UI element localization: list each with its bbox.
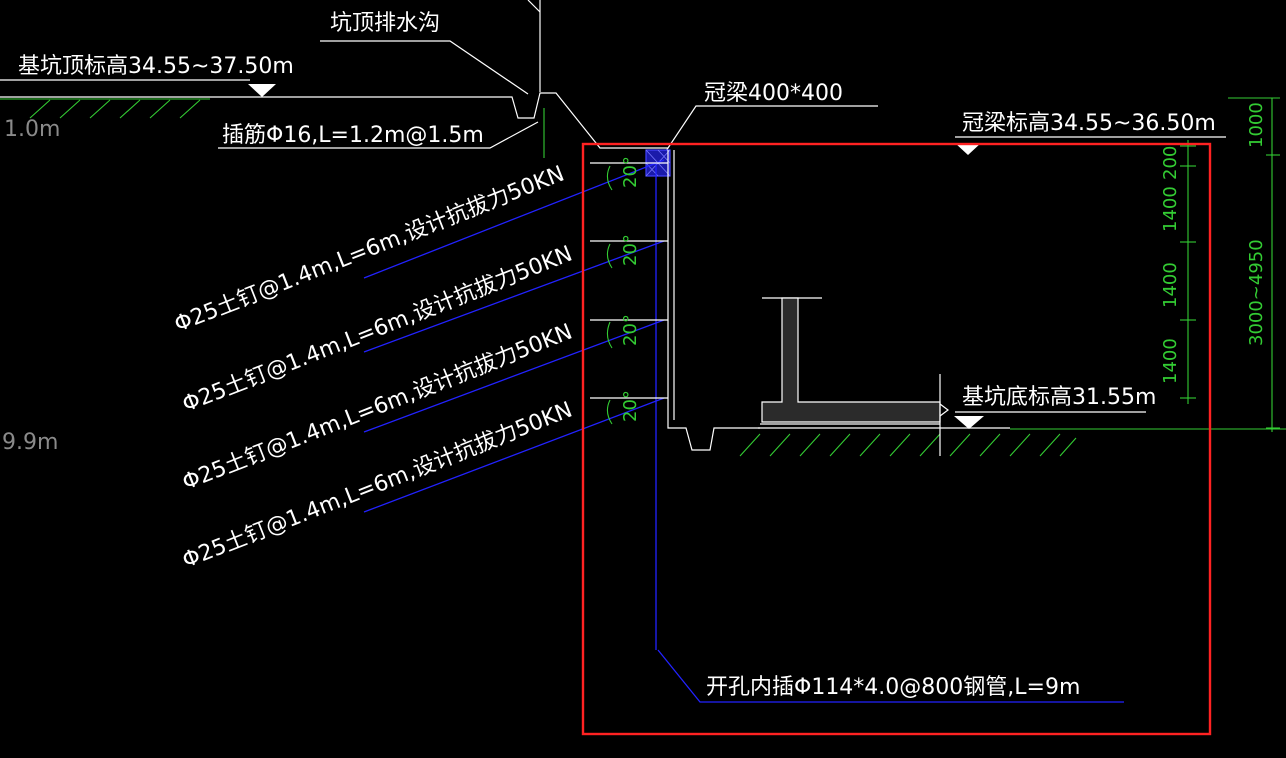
steel-pipe-label: 开孔内插Φ114*4.0@800钢管,L=9m [706, 675, 1080, 700]
dim-1400-2: 1400 [1160, 262, 1181, 308]
footing-body [761, 297, 941, 423]
top-elevation-label: 基坑顶标高34.55~37.50m [18, 54, 294, 79]
left-fragment-mid: 9.9m [2, 430, 58, 455]
highlight-box [581, 142, 1212, 736]
dowel-leader [218, 121, 539, 149]
dim-1000: 1000 [1246, 102, 1267, 148]
crown-elevation-label: 冠梁标高34.55~36.50m [962, 111, 1216, 136]
bottom-elevation-marker [954, 416, 984, 429]
dowel-bar-label: 插筋Φ16,L=1.2m@1.5m [222, 123, 484, 148]
dim-total: 3000~4950 [1246, 239, 1267, 346]
nail-angle-2: 20° [620, 234, 641, 266]
soil-nail-4 [363, 397, 665, 513]
crown-beam-label: 冠梁400*400 [704, 81, 843, 106]
top-diag-line [527, 0, 541, 13]
soil-nail-label-1: Φ25土钉@1.4m,L=6m,设计抗拔力50KN [171, 162, 568, 338]
leaders [0, 40, 1226, 703]
top-elevation-marker [248, 84, 276, 97]
soil-nail-label-3: Φ25土钉@1.4m,L=6m,设计抗拔力50KN [179, 320, 576, 496]
soil-nail-2 [363, 240, 665, 353]
dim-1400-3: 1400 [1160, 338, 1181, 384]
ditch-leader [320, 40, 529, 95]
drain-ditch-label: 坑顶排水沟 [330, 11, 440, 36]
ground-profile [0, 92, 668, 149]
soil-nail-3 [363, 319, 665, 433]
nail-angle-arcs [606, 165, 613, 425]
pit-bottom-elevation-label: 基坑底标高31.55m [962, 385, 1156, 410]
nail-angle-3: 20° [620, 314, 641, 346]
foundation [760, 297, 949, 456]
wall-and-trench [667, 150, 760, 451]
soil-nail-label-2: Φ25土钉@1.4m,L=6m,设计抗拔力50KN [179, 242, 576, 418]
soil-nails [363, 159, 668, 513]
left-fragment-top: 1.0m [4, 117, 60, 142]
crown-elevation-marker [955, 143, 981, 155]
top-ground [0, 0, 668, 158]
soil-nail-label-4: Φ25土钉@1.4m,L=6m,设计抗拔力50KN [179, 398, 576, 574]
footing-break [939, 403, 949, 417]
soil-nail-1 [363, 159, 665, 279]
dim-200: 200 [1160, 146, 1181, 180]
dimensions [1180, 97, 1280, 432]
nail-angle-4: 20° [620, 390, 641, 422]
bottom-hatch [739, 433, 1077, 457]
pipe-leader [657, 649, 1124, 703]
crown-beam-leader [659, 105, 878, 161]
ground-hatch-top [29, 99, 201, 119]
dim-1400-1: 1400 [1160, 186, 1181, 232]
nail-angle-1: 20° [620, 156, 641, 188]
